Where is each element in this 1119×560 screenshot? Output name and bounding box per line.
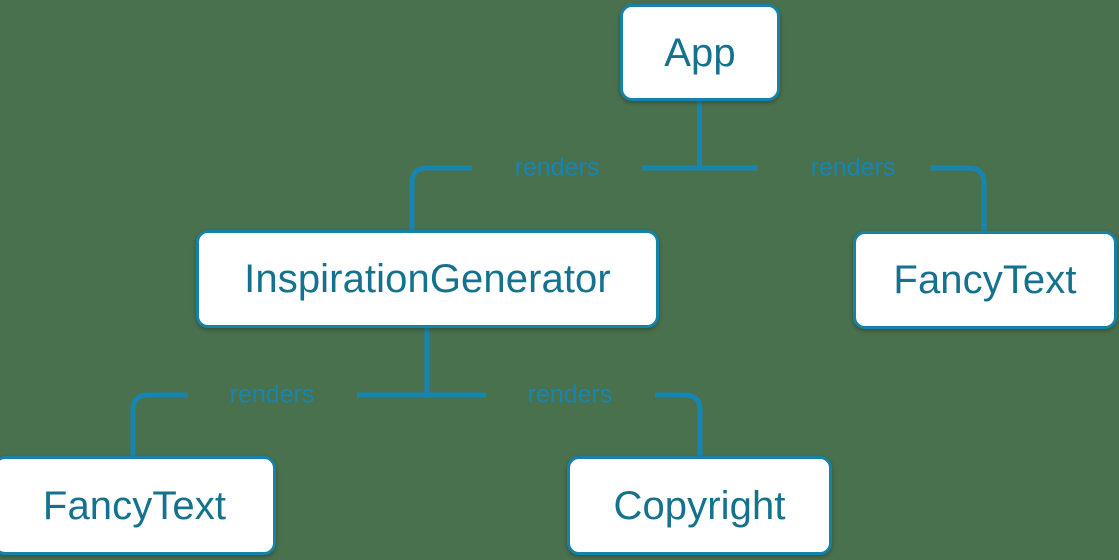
edge-label-app-to-fancy-text-right: renders: [810, 153, 896, 182]
node-label-copyright: Copyright: [613, 483, 786, 528]
node-app[interactable]: App: [620, 4, 780, 101]
edge-inspiration-generator-to-copyright-drop: [684, 392, 703, 458]
edge-label-inspiration-generator-to-fancy-text-bottom: renders: [229, 380, 315, 409]
node-fancy-text-bottom[interactable]: FancyText: [0, 456, 276, 555]
edge-app-to-inspiration-generator-drop: [409, 165, 428, 231]
node-label-fancy-text-right: FancyText: [893, 258, 1077, 302]
node-label-fancy-text-bottom: FancyText: [42, 483, 227, 528]
node-inspiration-generator[interactable]: InspirationGenerator: [196, 230, 659, 328]
edge-app-to-fancy-text-right-drop: [968, 165, 987, 232]
node-label-app: App: [664, 30, 736, 75]
edge-label-inspiration-generator-to-copyright: renders: [527, 380, 613, 409]
node-copyright[interactable]: Copyright: [567, 456, 832, 555]
node-fancy-text-right[interactable]: FancyText: [853, 231, 1117, 329]
edge-label-app-to-inspiration-generator: renders: [514, 153, 600, 182]
node-label-inspiration-generator: InspirationGenerator: [244, 257, 611, 301]
edge-inspiration-generator-to-fancy-text-bottom-drop: [130, 392, 149, 458]
